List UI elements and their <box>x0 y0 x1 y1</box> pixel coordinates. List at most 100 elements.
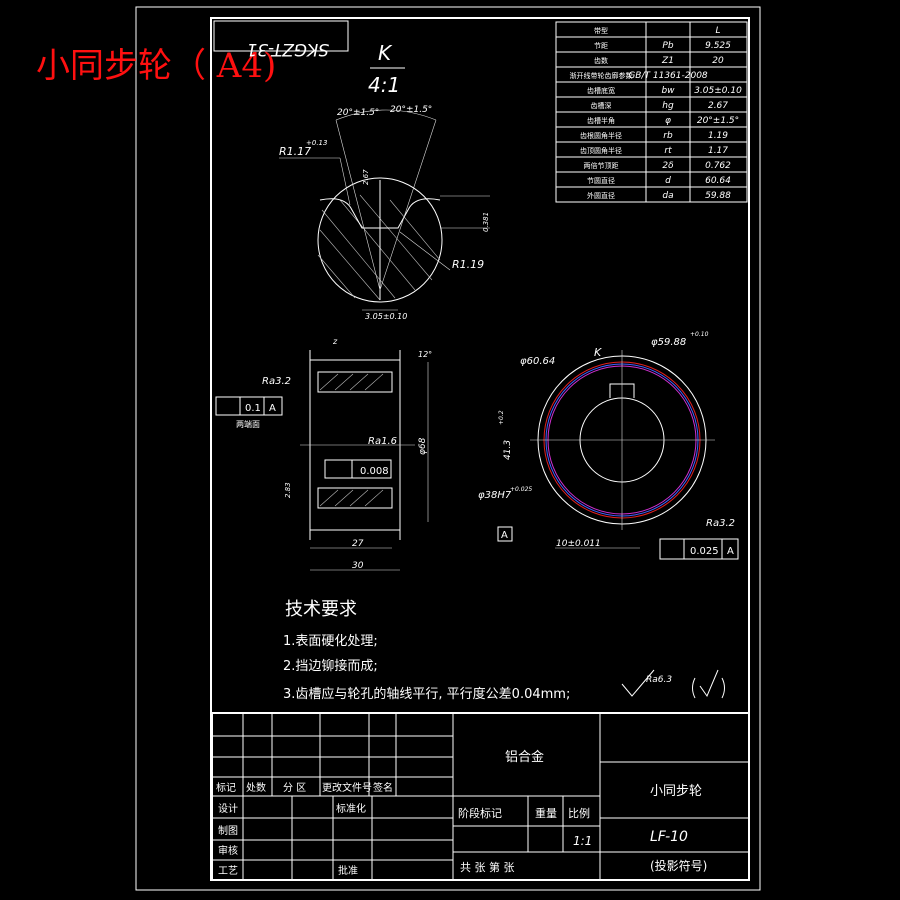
param-name: 节距 <box>594 42 608 50</box>
bore-roughness: Ra1.6 <box>368 436 397 447</box>
runout-tol: 0.1 <box>245 403 261 414</box>
title-block: 铝合金 小同步轮 LF-10 (投影符号) 阶段标记 重量 比例 1:1 共 张… <box>211 712 750 881</box>
bore-diameter: φ38H7 <box>478 490 512 501</box>
param-name: 齿槽深 <box>591 101 612 110</box>
param-name: 齿数 <box>594 56 608 65</box>
label-design: 设计 <box>218 802 238 815</box>
front-datum-box: A <box>501 530 508 541</box>
cyl-tol: 0.008 <box>360 466 389 477</box>
label-sign: 签名 <box>373 781 393 794</box>
technical-requirements: 技术要求 1.表面硬化处理; 2.挡边铆接而成; 3.齿槽应与轮孔的轴线平行, … <box>283 599 725 702</box>
mirrored-number-box: SKGZT-31 <box>213 20 349 59</box>
sheet-border <box>135 6 761 891</box>
weight: 重量 <box>535 806 557 820</box>
param-name: 节圆直径 <box>587 176 615 185</box>
symmetry-datum: A <box>727 546 734 557</box>
param-symbol: 2δ <box>662 161 674 171</box>
label-review: 审核 <box>218 844 238 857</box>
param-symbol: da <box>662 191 673 201</box>
param-symbol: d <box>665 176 671 186</box>
param-value: 60.64 <box>705 176 731 186</box>
param-symbol: rb <box>663 131 673 141</box>
detail-k-view: K 4:1 20°±1.5° 20°±1.5° R1.17 +0.13 R1.1… <box>279 41 490 321</box>
mirrored-number: SKGZT-31 <box>247 39 330 59</box>
sheets: 共 张 第 张 <box>460 860 515 874</box>
param-value: 20 <box>712 56 724 66</box>
material: 铝合金 <box>505 749 544 765</box>
param-symbol: GB/T 11361-2008 <box>628 71 708 81</box>
param-value: 59.88 <box>705 191 731 201</box>
angle-right: 20°±1.5° <box>390 105 432 115</box>
param-value: 20°±1.5° <box>697 116 739 126</box>
drawing-number: LF-10 <box>650 829 688 845</box>
param-name: 齿顶圆角半径 <box>580 146 622 155</box>
outer-diameter-tol: +0.10 <box>690 331 709 338</box>
param-value: L <box>715 26 720 36</box>
param-name: 齿槽底宽 <box>587 86 615 95</box>
scale: 1:1 <box>573 834 592 848</box>
keyway-depth: 41.3 <box>503 440 513 460</box>
param-value: 0.762 <box>705 161 731 171</box>
tip-radius: R1.17 <box>279 145 311 158</box>
runout-note: 两端面 <box>236 419 260 429</box>
roughness-symbol-icon <box>621 669 655 697</box>
label-drafting: 制图 <box>218 824 238 837</box>
param-value: 9.525 <box>705 41 731 51</box>
param-symbol: Pb <box>662 41 673 51</box>
param-name: 带型 <box>594 26 608 35</box>
param-value: 1.19 <box>708 131 728 141</box>
tip-radius-tol: +0.13 <box>306 139 327 147</box>
dim-z: z <box>332 337 338 346</box>
param-value: 2.67 <box>708 101 728 111</box>
section-roughness: Ra3.2 <box>262 376 291 387</box>
param-name: 齿槽半角 <box>587 116 615 125</box>
param-value: 1.17 <box>708 146 728 156</box>
drawing-code: (投影符号) <box>650 858 707 873</box>
pitch-diameter: φ60.64 <box>520 356 555 367</box>
tech-item-2: 2.挡边铆接而成; <box>283 658 378 674</box>
detail-scale: 4:1 <box>368 73 400 97</box>
bore-tol: +0.025 <box>510 486 532 493</box>
outer-diameter: φ59.88 <box>651 337 686 348</box>
detail-label: K <box>378 41 393 65</box>
symmetry-tol: 0.025 <box>690 546 719 557</box>
stage-mark: 阶段标记 <box>458 806 502 820</box>
label-standard: 标准化 <box>336 802 366 815</box>
dim-30: 30 <box>352 561 364 571</box>
param-symbol: Z1 <box>661 56 674 66</box>
front-roughness: Ra3.2 <box>706 518 735 529</box>
label-approve: 批准 <box>338 864 358 877</box>
param-name: 两倍节顶距 <box>584 161 619 170</box>
keyway-tol: +0.2 <box>498 410 505 425</box>
keyway-width: 10±0.011 <box>556 539 601 549</box>
runout-datum: A <box>269 403 276 414</box>
dim-angle: 12° <box>418 350 432 359</box>
angle-left: 20°±1.5° <box>337 108 379 118</box>
groove-depth: 2.67 <box>362 169 370 185</box>
param-value: 3.05±0.10 <box>694 86 742 96</box>
param-symbol: rt <box>664 146 672 156</box>
section-view: 27 30 φ68 z 12° 2.83 Ra3.2 0.1 A 两端面 Ra1… <box>215 337 432 571</box>
dim-68: φ68 <box>418 437 428 455</box>
tech-item-3: 3.齿槽应与轮孔的轴线平行, 平行度公差0.04mm; <box>283 686 570 702</box>
pitch-line: 0.381 <box>482 212 490 232</box>
dim-flange: 2.83 <box>284 482 292 498</box>
dim-27: 27 <box>352 539 364 549</box>
front-k-label: K <box>594 346 602 359</box>
param-symbol: bw <box>661 86 675 96</box>
param-name: 外圆直径 <box>587 191 615 200</box>
tech-roughness: Ra6.3 <box>646 675 672 685</box>
label-zone: 分 区 <box>283 782 306 794</box>
groove-width: 3.05±0.10 <box>365 312 407 321</box>
label-process: 工艺 <box>218 865 238 877</box>
label-mark: 标记 <box>216 782 236 794</box>
overlay-title: 小同步轮（ A4) <box>36 46 276 86</box>
param-name: 齿根圆角半径 <box>580 131 622 140</box>
front-view: φ60.64 K φ59.88 +0.10 φ38H7 +0.025 41.3 … <box>478 331 739 560</box>
param-name: 渐开线带轮齿廓参数 <box>570 71 633 80</box>
tech-heading: 技术要求 <box>285 599 357 620</box>
part-name: 小同步轮 <box>650 784 702 799</box>
label-change-doc: 更改文件号 <box>322 781 372 794</box>
